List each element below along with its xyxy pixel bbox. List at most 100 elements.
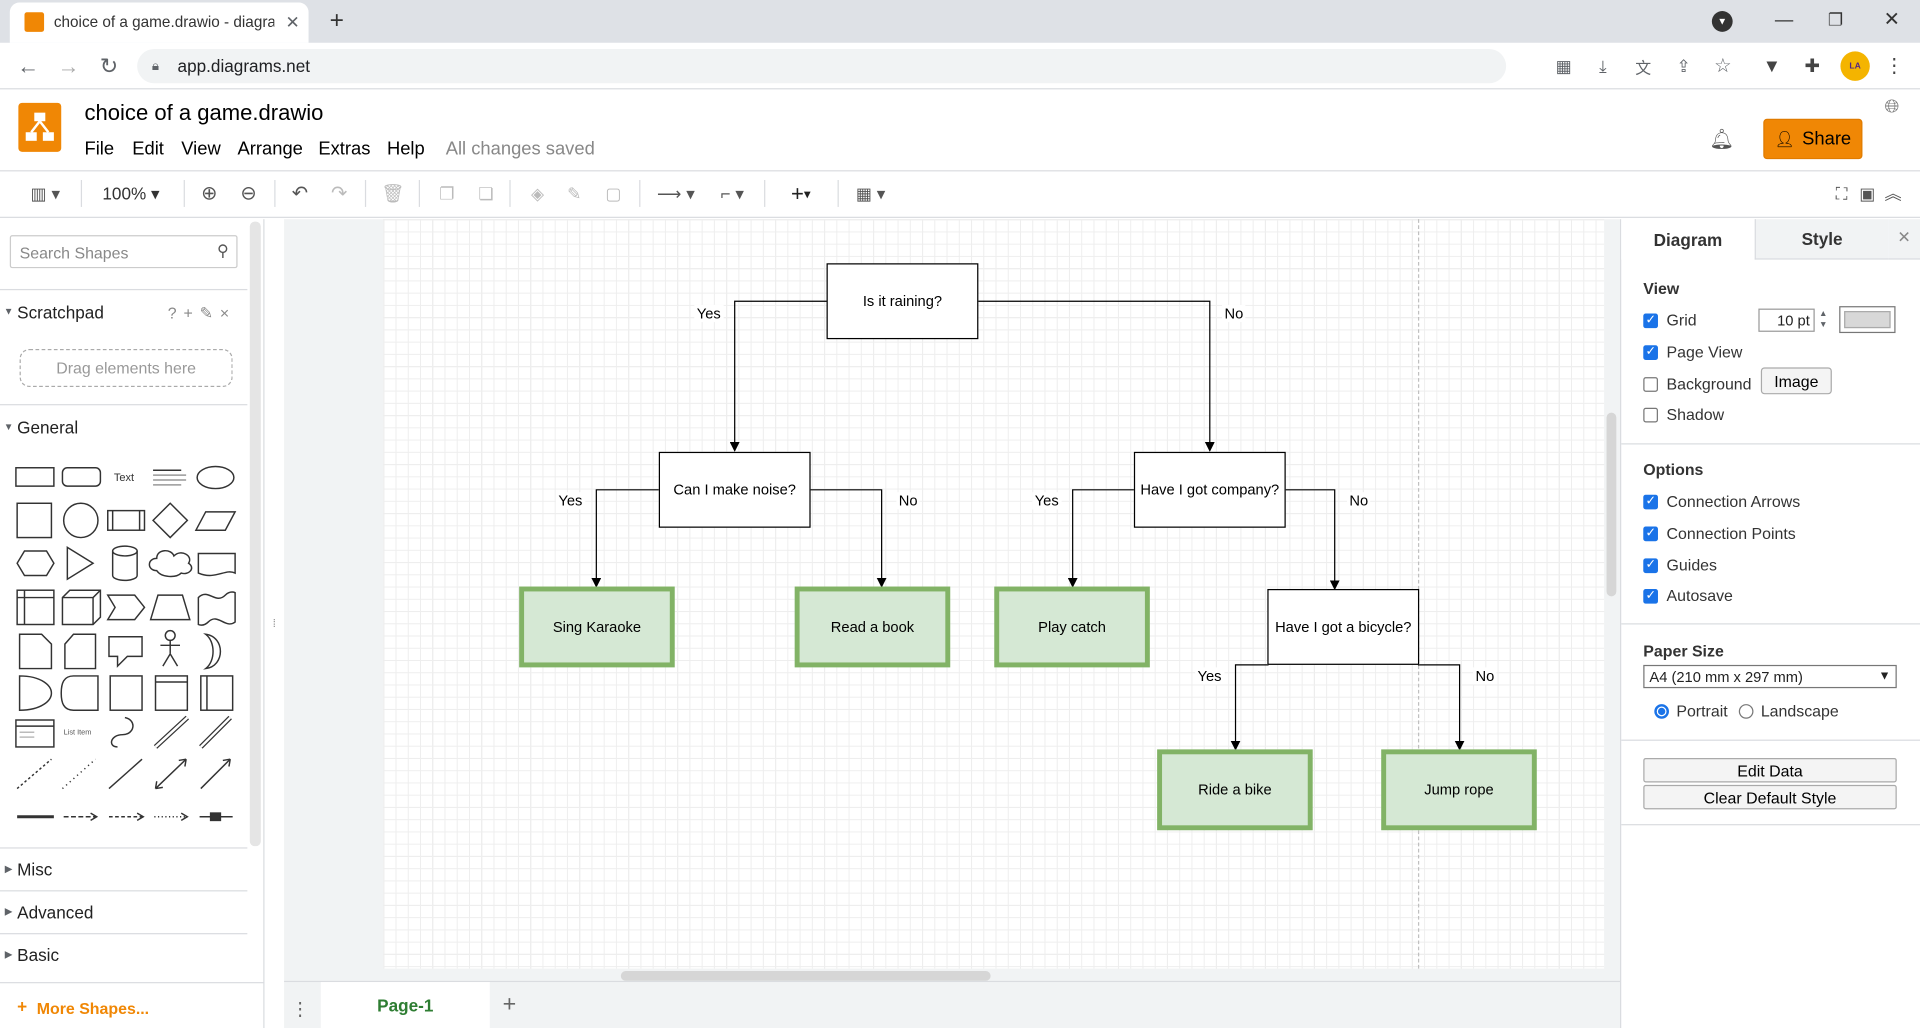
misc-header[interactable]: Misc — [17, 859, 53, 880]
install-app-icon[interactable]: ⤓ — [1599, 55, 1607, 76]
square-shape[interactable] — [16, 502, 53, 539]
card-shape[interactable] — [64, 633, 97, 670]
menu-view[interactable]: View — [181, 138, 221, 160]
menu-file[interactable]: File — [84, 138, 115, 160]
cylinder-shape[interactable] — [111, 545, 138, 582]
note-shape[interactable] — [18, 633, 53, 670]
ellipse-shape[interactable] — [196, 465, 235, 490]
triangle-shape[interactable] — [66, 546, 95, 581]
undo-icon[interactable]: ↶ — [291, 183, 309, 205]
format-panel-toggle-icon[interactable]: ▥ ▾ — [30, 183, 61, 203]
outcome-read-a-book[interactable]: Read a book — [794, 586, 951, 668]
actor-shape[interactable] — [160, 629, 181, 667]
forward-icon[interactable]: → — [57, 53, 80, 78]
browser-tab[interactable]: choice of a game.drawio - diagra ✕ — [9, 2, 309, 43]
display-shape[interactable] — [60, 675, 99, 711]
scratchpad-header[interactable]: Scratchpad — [17, 302, 104, 323]
zoom-dropdown[interactable]: 100% ▾ — [102, 183, 160, 204]
tab-diagram[interactable]: Diagram — [1621, 219, 1755, 260]
textbox-shape[interactable] — [153, 469, 187, 486]
restore-window-icon[interactable]: ❐ — [1827, 9, 1844, 29]
edge-label-yes[interactable]: Yes — [694, 304, 724, 323]
decision-have-i-got-a-bicycle[interactable]: Have I got a bicycle? — [1267, 588, 1420, 665]
outcome-play-catch[interactable]: Play catch — [994, 586, 1150, 668]
outcome-jump-rope[interactable]: Jump rope — [1381, 749, 1537, 831]
autosave-checkbox[interactable]: ✓Autosave — [1643, 587, 1733, 605]
background-checkbox[interactable]: Background — [1643, 375, 1752, 393]
close-format-panel-icon[interactable]: ✕ — [1897, 227, 1911, 247]
connection-style-icon[interactable]: ⟶ ▾ — [656, 183, 695, 203]
square-2-shape[interactable] — [109, 675, 143, 711]
grid-size-input[interactable]: 10 pt — [1758, 308, 1815, 332]
collapse-general-icon[interactable]: ▼ — [3, 420, 14, 432]
paper-size-select[interactable]: A4 (210 mm x 297 mm) ▼ — [1643, 664, 1897, 689]
profile-avatar[interactable]: LA — [1840, 51, 1870, 81]
menu-arrange[interactable]: Arrange — [237, 138, 303, 160]
connector-with-label-shape[interactable] — [199, 812, 233, 822]
edge-label-no[interactable]: No — [896, 492, 921, 510]
step-shape[interactable] — [106, 594, 146, 621]
diamond-shape[interactable] — [152, 502, 189, 539]
general-header[interactable]: General — [17, 417, 79, 438]
scratchpad-tools[interactable]: ? + ✎ × — [167, 303, 231, 323]
edge-raining-yes[interactable] — [729, 300, 828, 452]
fill-color-icon[interactable]: ◈ — [530, 183, 545, 203]
expand-advanced-icon[interactable]: ▶ — [4, 905, 13, 917]
extensions-puzzle-icon[interactable]: ✚ — [1804, 56, 1820, 78]
edge-label-yes[interactable]: Yes — [555, 492, 585, 510]
grid-color-swatch[interactable] — [1839, 306, 1896, 334]
share-button[interactable]: 👤︎ Share — [1763, 118, 1863, 160]
edge-label-no[interactable]: No — [1473, 667, 1497, 685]
waypoints-icon[interactable]: ⌐ ▾ — [720, 183, 744, 203]
tab-style[interactable]: Style — [1754, 219, 1889, 260]
shadow-icon[interactable]: ▢ — [605, 183, 622, 203]
trapezoid-shape[interactable] — [149, 594, 191, 621]
container-shape[interactable] — [16, 589, 55, 626]
connection-points-checkbox[interactable]: ✓Connection Points — [1643, 524, 1796, 542]
bracket-shape[interactable] — [200, 675, 234, 711]
search-icon[interactable]: ⚲ — [217, 241, 229, 260]
list-item-shape[interactable]: List Item — [64, 728, 92, 737]
canvas-horizontal-scrollbar[interactable] — [620, 971, 991, 981]
edge-company-yes[interactable] — [1067, 489, 1136, 588]
document-shape[interactable] — [197, 552, 236, 577]
frame-shape[interactable] — [154, 675, 189, 711]
outcome-ride-a-bike[interactable]: Ride a bike — [1157, 749, 1313, 831]
fullscreen-icon[interactable]: ⛶ — [1835, 183, 1848, 203]
language-globe-icon[interactable]: 🌐︎ — [1884, 96, 1900, 117]
sidebar-resize-handle[interactable]: ⁞ — [272, 617, 276, 630]
expand-misc-icon[interactable]: ▶ — [4, 862, 13, 874]
insert-plus-icon[interactable]: + ▾ — [790, 180, 811, 206]
notifications-bell-icon[interactable]: 🔔︎ — [1709, 129, 1735, 151]
browser-menu-icon[interactable]: ⋮ — [1884, 56, 1905, 78]
zoom-in-icon[interactable]: ⊕ — [201, 183, 218, 205]
general-shapes-palette[interactable]: Text List Item — [10, 458, 245, 825]
edge-noise-yes[interactable] — [591, 489, 661, 588]
guides-checkbox[interactable]: ✓Guides — [1643, 556, 1717, 574]
page-tab-page-1[interactable]: Page-1 — [320, 982, 490, 1028]
canvas-vertical-scrollbar[interactable] — [1606, 412, 1617, 597]
address-bar[interactable]: 🔒︎ app.diagrams.net — [137, 48, 1507, 84]
line-color-icon[interactable]: ✎ — [567, 183, 582, 203]
pages-menu-icon[interactable]: ⋮ — [290, 999, 310, 1021]
advanced-header[interactable]: Advanced — [17, 902, 94, 923]
decision-have-i-got-company[interactable]: Have I got company? — [1133, 451, 1286, 528]
grid-checkbox[interactable]: ✓Grid — [1643, 311, 1697, 329]
page-view-checkbox[interactable]: ✓Page View — [1643, 343, 1742, 361]
double-arrow-shape[interactable] — [153, 715, 190, 749]
dotted-arrow-shape[interactable] — [154, 812, 189, 822]
rectangle-shape[interactable] — [15, 467, 55, 487]
decision-is-it-raining[interactable]: Is it raining? — [826, 263, 979, 340]
collapse-scratchpad-icon[interactable]: ▼ — [3, 305, 14, 317]
delete-icon[interactable]: 🗑︎ — [381, 183, 405, 205]
menu-help[interactable]: Help — [386, 138, 425, 160]
add-page-icon[interactable]: + — [502, 991, 517, 1018]
back-icon[interactable]: ← — [17, 53, 40, 78]
or-shape[interactable] — [203, 633, 221, 670]
dashed-arrow-shape[interactable] — [108, 812, 145, 822]
portrait-radio[interactable]: Portrait — [1654, 702, 1728, 720]
menu-extras[interactable]: Extras — [318, 138, 371, 160]
more-shapes-link[interactable]: More Shapes... — [36, 999, 150, 1018]
arrow-shape[interactable] — [199, 715, 232, 749]
close-window-icon[interactable]: ✕ — [1883, 9, 1901, 31]
